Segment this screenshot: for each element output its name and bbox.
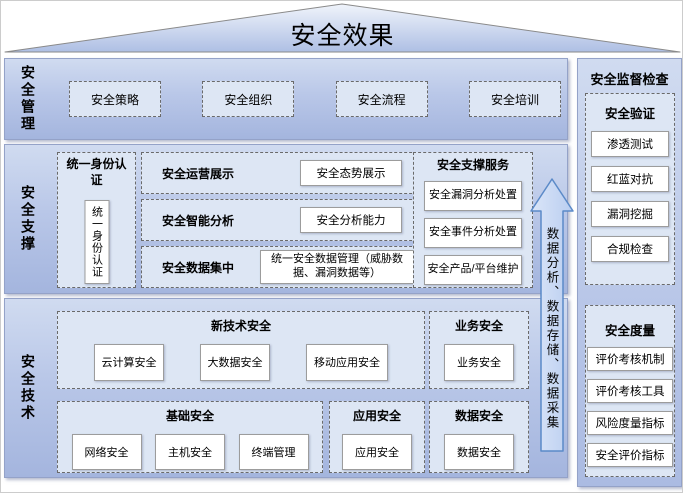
service-item: 安全漏洞分析处置 [424,180,522,211]
support-row-label: 安全运营展示 [162,166,235,181]
support-services-title: 安全支撑服务 [436,158,509,172]
band-label-technology: 安全技术 [20,354,36,422]
management-item: 安全流程 [335,81,428,117]
tech-item: 移动应用安全 [306,343,388,381]
support-services-section: 安全支撑服务 安全漏洞分析处置 安全事件分析处置 安全产品/平台维护 [413,152,533,288]
verification-group: 安全验证 渗透测试 红蓝对抗 漏洞挖掘 合规检查 [585,93,675,285]
business-security-title: 业务安全 [454,319,503,333]
measurement-item: 评价考核工具 [587,379,673,403]
verification-item: 漏洞挖掘 [591,201,669,227]
tech-item: 主机安全 [155,433,225,470]
basic-security-section: 基础安全 网络安全 主机安全 终端管理 [57,401,323,473]
management-item: 安全策略 [69,81,161,117]
tech-item: 终端管理 [238,433,309,470]
band-security-support: 安全支撑 统一身份认证 统一身份认证 安全运营展示 安全态势展示 安全智能分析 … [4,144,568,294]
data-flow-arrow-label: 数据分析、数据存储、数据采集 [544,226,559,430]
business-security-items: 业务安全 [430,343,528,381]
support-row-label: 安全智能分析 [162,213,235,228]
verification-item: 红蓝对抗 [591,166,669,192]
management-item: 安全培训 [468,81,561,117]
basic-security-title: 基础安全 [165,409,214,423]
verification-group-title: 安全验证 [604,107,655,121]
band-security-management: 安全管理 安全策略 安全组织 安全流程 安全培训 [4,58,568,140]
management-item: 安全组织 [202,81,295,117]
new-tech-section: 新技术安全 云计算安全 大数据安全 移动应用安全 [57,311,425,389]
basic-security-items: 网络安全 主机安全 终端管理 [58,433,322,470]
measurement-group-title: 安全度量 [604,324,655,338]
application-security-section: 应用安全 应用安全 [329,401,425,473]
band-label-management: 安全管理 [20,65,36,133]
tech-item: 大数据安全 [200,343,270,381]
measurement-group: 安全度量 评价考核机制 评价考核工具 风险度量指标 安全评价指标 [585,305,675,477]
supervision-panel: 安全监督检查 安全验证 渗透测试 红蓝对抗 漏洞挖掘 合规检查 安全度量 评价考… [577,58,682,487]
business-security-section: 业务安全 业务安全 [429,311,529,389]
band-label-support: 安全支撑 [20,185,36,253]
support-row-analysis: 安全智能分析 安全分析能力 [141,199,427,241]
support-row-operations: 安全运营展示 安全态势展示 [141,152,427,194]
band-security-technology: 安全技术 新技术安全 云计算安全 大数据安全 移动应用安全 业务安全 业务安全 … [4,298,568,478]
application-security-title: 应用安全 [352,409,401,423]
management-items: 安全策略 安全组织 安全流程 安全培训 [69,81,561,117]
support-row-data: 安全数据集中 统一安全数据管理（威胁数据、漏洞数据等） [141,246,427,288]
verification-item: 渗透测试 [591,131,669,157]
data-flow-arrow-icon [530,178,574,452]
measurement-item: 安全评价指标 [587,443,673,467]
support-row-box: 安全态势展示 [300,160,402,186]
measurement-item: 评价考核机制 [587,347,673,371]
measurement-item: 风险度量指标 [587,411,673,435]
tech-item: 业务安全 [444,343,514,381]
data-security-items: 数据安全 [430,433,528,470]
tech-item: 网络安全 [71,433,142,470]
data-security-section: 数据安全 数据安全 [429,401,529,473]
new-tech-items: 云计算安全 大数据安全 移动应用安全 [58,343,424,381]
service-item: 安全事件分析处置 [424,217,522,248]
support-row-label: 安全数据集中 [162,260,235,275]
support-rows: 安全运营展示 安全态势展示 安全智能分析 安全分析能力 安全数据集中 统一安全数… [141,152,427,288]
application-security-items: 应用安全 [330,433,424,470]
roof-title: 安全效果 [290,22,395,50]
tech-item: 应用安全 [342,433,412,470]
identity-title: 统一身份认证 [66,157,127,187]
identity-section: 统一身份认证 统一身份认证 [57,152,136,288]
new-tech-title: 新技术安全 [210,319,271,333]
supervision-panel-title: 安全监督检查 [590,72,669,87]
roof-shape [4,3,681,53]
verification-item: 合规检查 [591,236,669,262]
support-row-box: 统一安全数据管理（威胁数据、漏洞数据等） [260,250,414,284]
data-security-title: 数据安全 [454,409,503,423]
tech-item: 云计算安全 [94,343,164,381]
tech-item: 数据安全 [444,433,514,470]
identity-box: 统一身份认证 [84,200,109,284]
support-row-box: 安全分析能力 [300,207,402,233]
service-item: 安全产品/平台维护 [424,254,522,285]
